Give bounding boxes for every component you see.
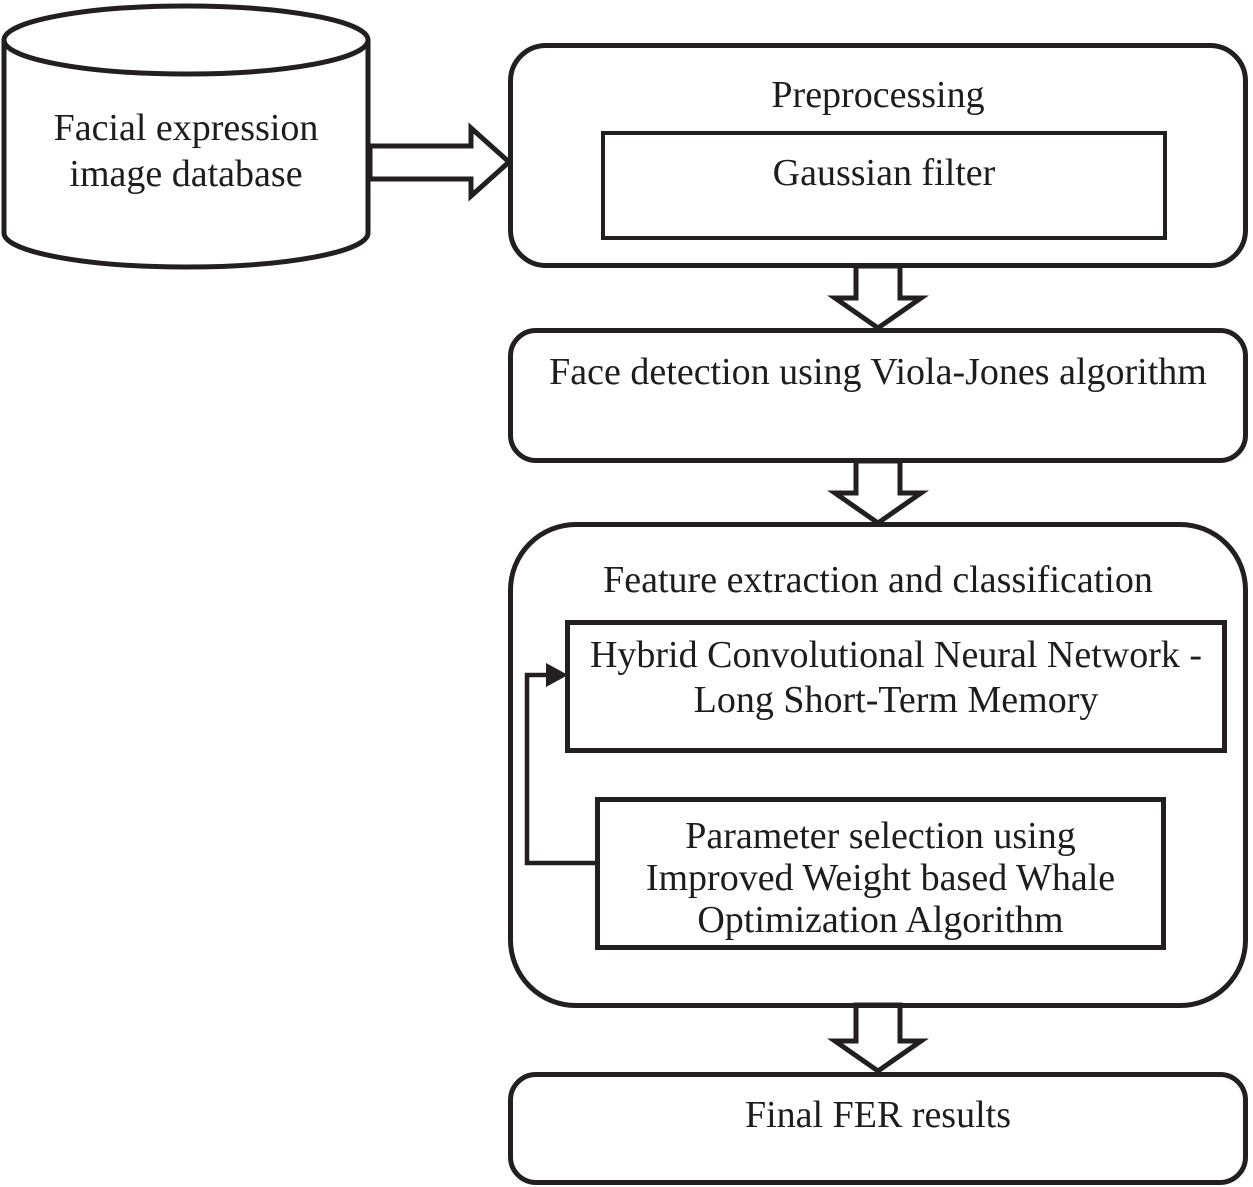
cnn-lstm-line1: Hybrid Convolutional Neural Network -: [589, 634, 1203, 676]
parameter-selection-line3: Optimization Algorithm: [697, 899, 1064, 941]
parameter-selection-line1: Parameter selection using: [685, 815, 1076, 857]
arrow-right-icon: [367, 122, 513, 202]
face-detection-label: Face detection using Viola-Jones algorit…: [549, 351, 1207, 393]
preprocessing-box: Preprocessing Gaussian filter: [508, 43, 1248, 268]
cnn-lstm-box: Hybrid Convolutional Neural Network - Lo…: [565, 620, 1227, 753]
final-results-box: Final FER results: [508, 1072, 1248, 1185]
database-label-line2: image database: [69, 153, 303, 195]
gaussian-filter-box: Gaussian filter: [601, 131, 1167, 240]
feature-extraction-title: Feature extraction and classification: [603, 559, 1153, 601]
database-cylinder-top: [1, 3, 371, 77]
feature-extraction-box: Feature extraction and classification Hy…: [508, 522, 1248, 1008]
face-detection-box: Face detection using Viola-Jones algorit…: [508, 328, 1248, 463]
arrow-down-1-icon: [827, 263, 929, 332]
final-results-label: Final FER results: [744, 1094, 1012, 1136]
arrow-down-2-icon: [827, 458, 929, 527]
database-label: Facial expression image database: [0, 105, 372, 197]
feedback-arrowhead-icon: [546, 663, 568, 687]
arrow-down-3-icon: [827, 1002, 929, 1075]
gaussian-filter-label: Gaussian filter: [772, 152, 996, 194]
database-cylinder-body: [1, 40, 371, 270]
feedback-arrow: [524, 663, 597, 866]
cnn-lstm-line2: Long Short-Term Memory: [693, 679, 1099, 721]
parameter-selection-line2: Improved Weight based Whale: [645, 857, 1116, 899]
preprocessing-title: Preprocessing: [771, 74, 985, 116]
parameter-selection-box: Parameter selection using Improved Weigh…: [595, 797, 1166, 950]
database-label-line1: Facial expression: [53, 107, 319, 149]
